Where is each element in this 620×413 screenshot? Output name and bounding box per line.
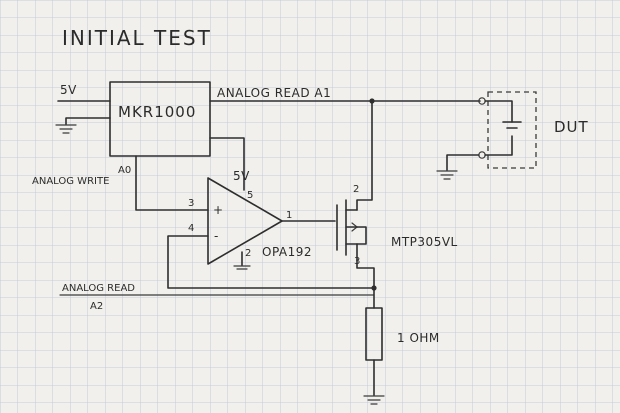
mkr1000-block <box>109 81 211 157</box>
mkr-ground-wire <box>65 117 111 125</box>
dut-dashed-box <box>487 91 537 169</box>
fet-channel-leads <box>345 209 358 245</box>
opamp-minus-sign: - <box>214 229 219 243</box>
mkr-ground-symbol <box>55 124 77 134</box>
analog-read-a2-label: ANALOG READ <box>62 283 135 294</box>
resistor-label: 1 OHM <box>397 331 440 345</box>
source-wire <box>356 243 375 291</box>
analog-read-a1-label: ANALOG READ A1 <box>217 86 331 100</box>
opamp-pin-4: 4 <box>188 223 194 234</box>
dut-battery-leads <box>484 100 513 156</box>
opamp-pin-3: 3 <box>188 198 194 209</box>
fet-arrow <box>351 222 358 232</box>
opamp-pin-2: 2 <box>245 248 251 259</box>
opamp-plus-sign: + <box>213 203 224 217</box>
feedback-wire <box>167 235 375 289</box>
mkr1000-label: MKR1000 <box>118 103 196 121</box>
a2-label: A2 <box>90 301 103 312</box>
fet-body-tie <box>356 226 367 245</box>
analog-write-label: ANALOG WRITE <box>32 176 109 187</box>
opamp-pin-1: 1 <box>286 210 292 221</box>
opamp-5v-label: 5V <box>233 169 250 183</box>
title-text: INITIAL TEST <box>62 26 212 50</box>
fet-pin-2: 2 <box>353 184 359 195</box>
a0-label: A0 <box>118 165 131 176</box>
opamp-triangle <box>207 177 283 265</box>
opamp-ground-symbol <box>233 265 251 270</box>
drain-wire <box>356 100 373 211</box>
dut-ground-wire <box>446 154 480 171</box>
opamp-supply-wire <box>209 137 245 191</box>
dut-battery-symbol <box>502 121 522 129</box>
analog-write-wire <box>135 155 209 211</box>
bottom-ground-symbol <box>363 395 385 405</box>
dut-ground-symbol <box>436 170 458 180</box>
opamp-pin-5: 5 <box>247 190 253 201</box>
opamp-name-label: OPA192 <box>262 245 312 259</box>
fet-name-label: MTP305VL <box>391 235 458 249</box>
dut-label: DUT <box>554 118 589 136</box>
supply-5v-label: 5V <box>60 83 77 97</box>
